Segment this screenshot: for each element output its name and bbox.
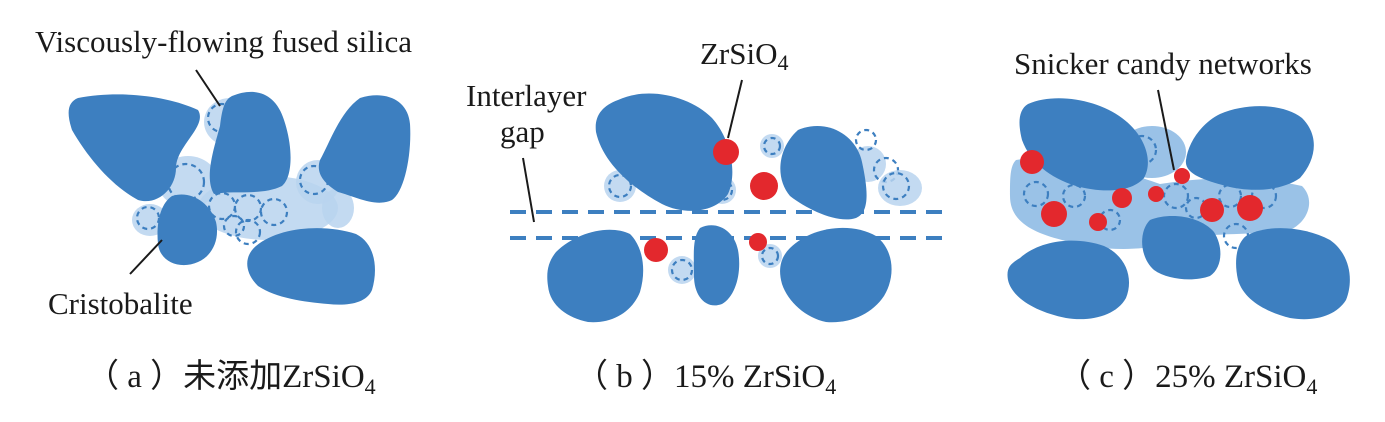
caption-b-sub: 4	[825, 374, 836, 399]
panel-b: ZrSiO4 Interlayer gap （ b ）15% ZrSiO4	[466, 36, 950, 399]
caption-a: （ a ）未添加ZrSiO4	[86, 358, 376, 399]
zrsio4-particle	[1089, 213, 1107, 231]
panel-b-grains	[547, 93, 892, 323]
leader-interlayer-gap	[522, 157, 535, 223]
caption-a-sub: 4	[365, 374, 376, 399]
zrsio4-particle	[713, 139, 739, 165]
panel-b-interlayer-gap	[510, 210, 950, 240]
caption-c: （ c ）25% ZrSiO4	[1058, 359, 1317, 399]
label-cristobalite: Cristobalite	[48, 286, 193, 321]
label-zrsio4-sub: 4	[778, 50, 789, 75]
zrsio4-particle	[1148, 186, 1164, 202]
panel-c: Snicker candy networks （ c ）25% ZrSiO4	[1007, 46, 1350, 399]
panel-a-grains	[68, 91, 411, 305]
panel-b-zrsio4-particles	[644, 139, 778, 262]
caption-c-text: （ c ）25% ZrSiO	[1058, 359, 1306, 395]
zrsio4-particle	[749, 233, 767, 251]
zrsio4-particle	[1237, 195, 1263, 221]
panel-c-zrsio4-particles	[1020, 150, 1263, 231]
panel-c-grains	[1007, 98, 1350, 320]
panel-a: Viscously-flowing fused silica Cristobal…	[35, 24, 412, 399]
zrsio4-particle	[1200, 198, 1224, 222]
caption-c-sub: 4	[1306, 374, 1317, 399]
zrsio4-particle	[1041, 201, 1067, 227]
caption-b: （ b ）15% ZrSiO4	[575, 359, 836, 399]
leader-fused-silica	[195, 69, 221, 107]
label-fused-silica: Viscously-flowing fused silica	[35, 24, 412, 59]
leader-cristobalite	[129, 239, 163, 275]
leader-networks	[1157, 89, 1175, 171]
zrsio4-particle	[644, 238, 668, 262]
label-zrsio4: ZrSiO4	[700, 36, 789, 75]
leader-zrsio4	[727, 79, 743, 139]
caption-a-text: （ a ）未添加ZrSiO	[86, 358, 365, 395]
label-zrsio4-text: ZrSiO	[700, 36, 778, 71]
zrsio4-particle	[750, 172, 778, 200]
label-gap: gap	[500, 114, 545, 149]
zrsio4-particle	[1174, 168, 1190, 184]
zrsio4-particle	[1020, 150, 1044, 174]
caption-b-text: （ b ）15% ZrSiO	[575, 359, 825, 395]
zrsio4-particle	[1112, 188, 1132, 208]
label-networks: Snicker candy networks	[1014, 46, 1312, 81]
label-interlayer: Interlayer	[466, 78, 587, 113]
